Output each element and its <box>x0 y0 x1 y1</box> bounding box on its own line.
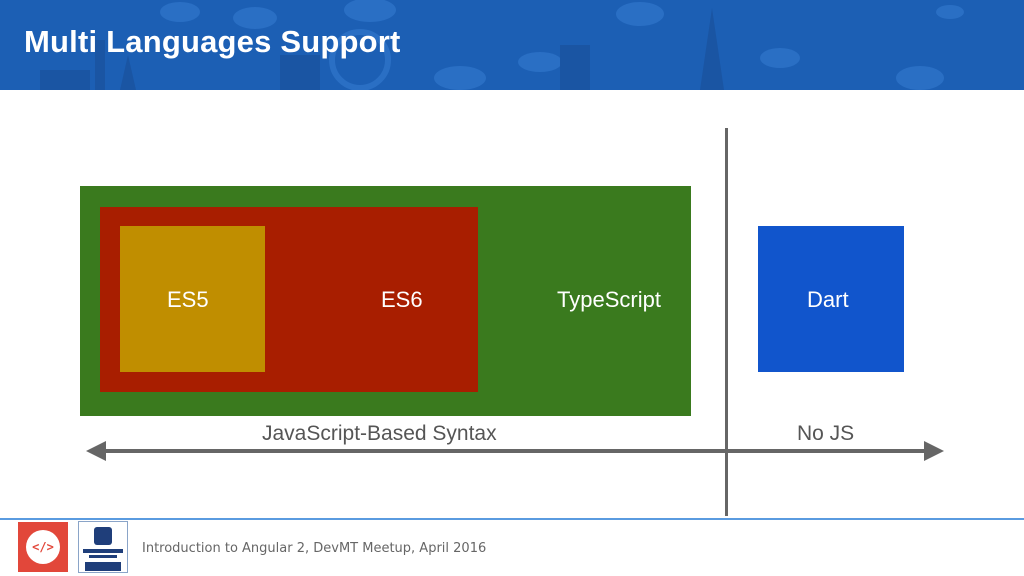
es6-label: ES6 <box>381 287 423 312</box>
arrow-right-head <box>924 441 944 461</box>
dart-box: Dart <box>758 226 904 372</box>
code-logo: </> <box>18 522 68 572</box>
no-js-label: No JS <box>797 422 855 445</box>
es5-box: ES5 <box>120 226 265 372</box>
arrow-left-head <box>86 441 106 461</box>
seal-icon <box>94 527 112 545</box>
divider-line <box>725 128 728 516</box>
js-based-syntax-label: JavaScript-Based Syntax <box>262 422 497 445</box>
page-title: Multi Languages Support <box>24 24 401 59</box>
header-banner: Multi Languages Support <box>0 0 1024 90</box>
typescript-label: TypeScript <box>557 287 661 312</box>
es5-label: ES5 <box>167 287 209 312</box>
footer-caption: Introduction to Angular 2, DevMT Meetup,… <box>142 541 487 556</box>
code-icon: </> <box>26 530 60 564</box>
header-background-art <box>0 0 1024 90</box>
footer-divider <box>0 518 1024 520</box>
dart-label: Dart <box>807 287 849 312</box>
gae-logo <box>78 521 128 573</box>
